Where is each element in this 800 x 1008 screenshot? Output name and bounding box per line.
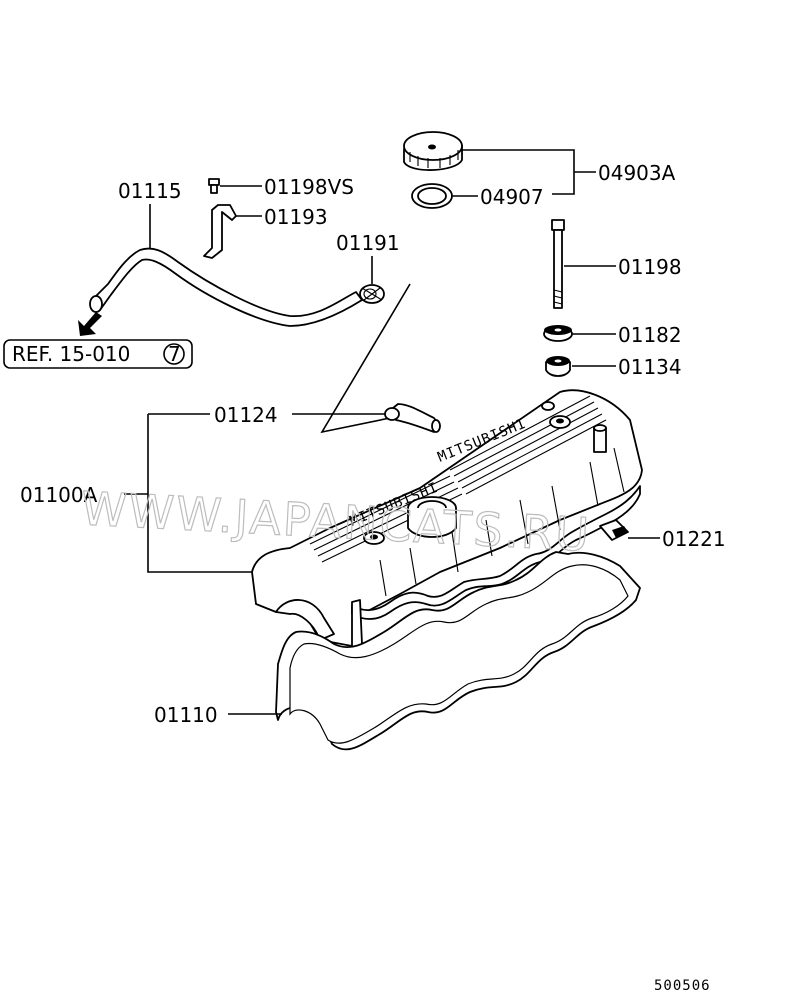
label-01198vs: 01198VS — [264, 175, 354, 199]
ref-text: REF. 15-010 — [12, 342, 130, 366]
guide-lines — [320, 283, 411, 434]
ref-arrow-icon — [78, 312, 102, 336]
cap-gasket-04907[interactable] — [411, 183, 453, 209]
label-01191: 01191 — [336, 231, 400, 255]
label-01221: 01221 — [662, 527, 726, 551]
breather-hose[interactable] — [89, 247, 363, 327]
bolt-01198vs[interactable] — [208, 178, 220, 194]
bracket-01193[interactable] — [203, 204, 237, 259]
gasket-01110[interactable] — [275, 551, 641, 751]
pcv-connector-01124[interactable] — [384, 403, 441, 433]
label-04907: 04907 — [480, 185, 544, 209]
ref-number: 7 — [168, 342, 181, 366]
ref-circle-icon — [163, 343, 185, 365]
grommet-01134[interactable] — [545, 356, 571, 377]
label-01134: 01134 — [618, 355, 682, 379]
label-01110: 01110 — [154, 703, 218, 727]
label-04903a: 04903A — [598, 161, 676, 185]
label-01198: 01198 — [618, 255, 682, 279]
oil-filler-cap[interactable] — [403, 131, 463, 171]
clamp-01191[interactable] — [359, 284, 385, 304]
bolt-01198[interactable] — [551, 219, 565, 309]
label-01193: 01193 — [264, 205, 328, 229]
washer-01182[interactable] — [543, 325, 573, 342]
rocker-cover[interactable] — [251, 389, 643, 649]
ref-callout[interactable]: REF. 15-010 7 — [3, 339, 193, 369]
label-01115: 01115 — [118, 179, 182, 203]
bracket-01100a — [147, 414, 252, 573]
plug-01221[interactable] — [599, 519, 629, 541]
label-01100a: 01100A — [20, 483, 98, 507]
diagram-code: 500506 — [654, 978, 711, 994]
label-01124: 01124 — [214, 403, 278, 427]
label-01182: 01182 — [618, 323, 682, 347]
